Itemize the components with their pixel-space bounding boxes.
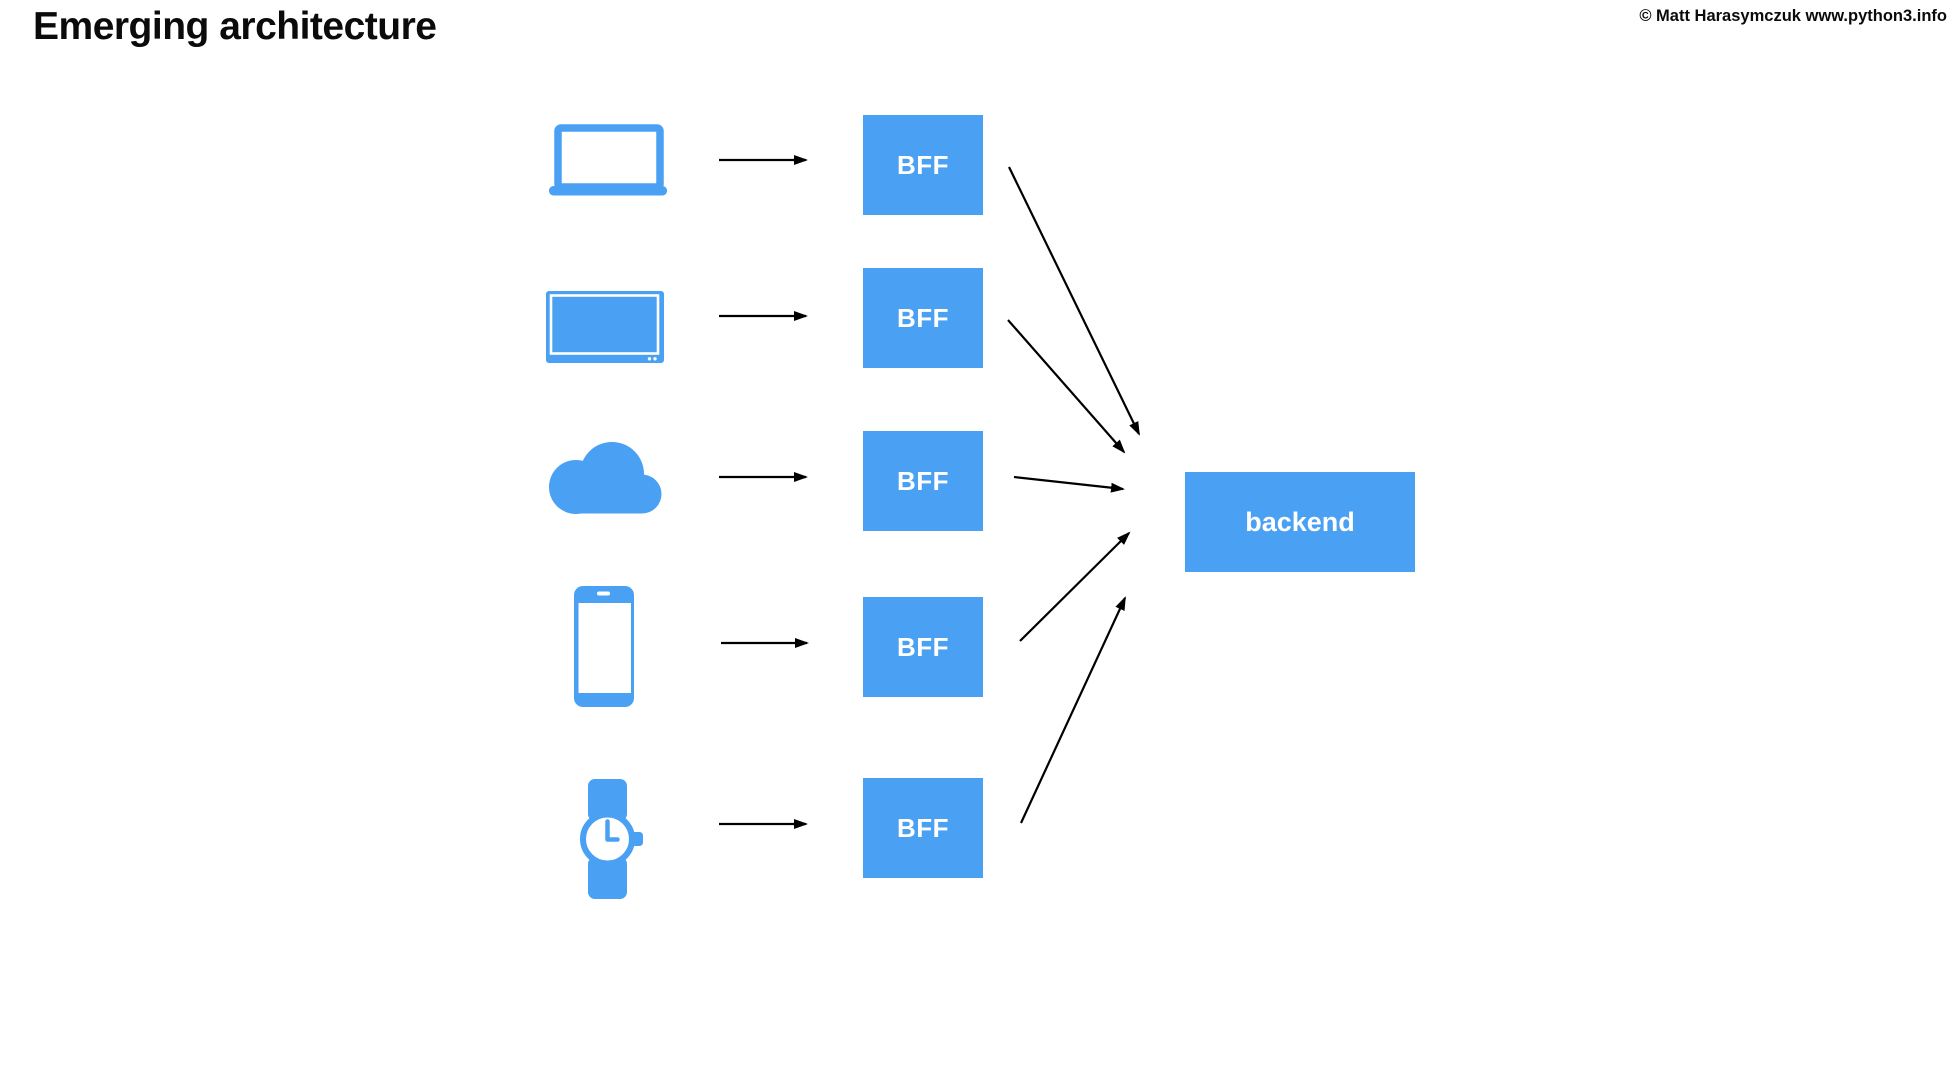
tv-icon (546, 291, 664, 363)
bff-node-2-label: BFF (896, 302, 950, 333)
bff-node-1-label: BFF (896, 149, 950, 180)
backend-node: backend (1185, 472, 1415, 572)
page-title: Emerging architecture (33, 5, 437, 48)
device-to-bff-arrows (719, 155, 809, 829)
arrow-bff1-to-backend (1008, 166, 1140, 436)
bff-to-backend-arrows (1007, 166, 1140, 824)
bff-node-2: BFF (863, 268, 983, 368)
arrow-bff5-to-backend (1020, 596, 1126, 824)
bff-node-3: BFF (863, 431, 983, 531)
bff-node-4: BFF (863, 597, 983, 697)
bff-node-5-label: BFF (896, 812, 950, 843)
bff-node-5: BFF (863, 778, 983, 878)
bff-node-3-label: BFF (896, 465, 950, 496)
arrow-bff3-to-backend (1013, 475, 1125, 493)
smartwatch-icon (580, 779, 643, 899)
arrow-bff2-to-backend (1007, 319, 1126, 454)
smartphone-icon (574, 586, 634, 707)
laptop-icon (549, 124, 667, 196)
bff-node-1: BFF (863, 115, 983, 215)
arrow-bff4-to-backend (1019, 531, 1131, 642)
backend-node-label: backend (1245, 506, 1355, 537)
bff-node-4-label: BFF (896, 631, 950, 662)
copyright-notice: © Matt Harasymczuk www.python3.info (1639, 7, 1947, 25)
cloud-icon (549, 442, 662, 514)
